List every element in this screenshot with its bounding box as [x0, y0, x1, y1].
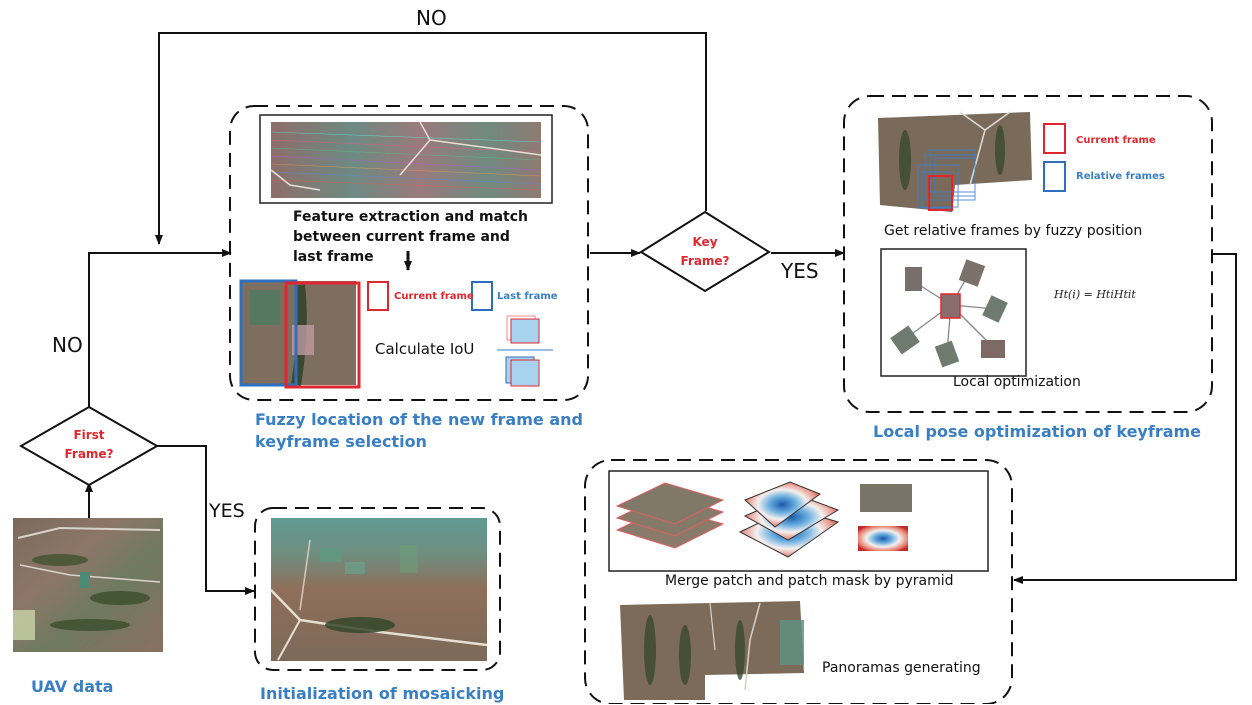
frame-overlap-figure	[239, 279, 361, 389]
panorama-image	[620, 601, 804, 700]
pyramid-merge-figure	[608, 470, 989, 572]
panorama-generating-text: Panoramas generating	[822, 660, 981, 676]
calculate-iou-label: Calculate IoU	[375, 340, 475, 358]
legend-current-frame-swatch-2	[1043, 123, 1066, 154]
group-local-pose	[843, 95, 1213, 413]
decision-key-frame-line2: Frame?	[680, 254, 730, 268]
initialization-image	[270, 518, 488, 661]
merged-patch	[860, 484, 912, 512]
merged-mask	[858, 526, 908, 551]
local-optimization-text: Local optimization	[953, 374, 1081, 390]
connector-firstframe-no	[88, 249, 232, 407]
caption-fuzzy-location-line1: Fuzzy location of the new frame and	[255, 410, 583, 429]
decision-first-frame	[18, 405, 160, 487]
connector-keyframe-no-loop	[155, 32, 707, 245]
connectors	[85, 32, 1237, 595]
merge-pyramid-text: Merge patch and patch mask by pyramid	[665, 573, 954, 589]
decision-key-frame	[639, 210, 771, 293]
legend-current-frame-label-2: Current frame	[1076, 135, 1156, 146]
feature-match-line1: Feature extraction and match	[293, 209, 528, 225]
legend-last-frame-label: Last frame	[497, 291, 558, 302]
relative-frames-text: Get relative frames by fuzzy position	[884, 223, 1143, 239]
branch-label-top-no: NO	[416, 6, 447, 30]
branch-label-left-no: NO	[52, 333, 83, 357]
local-optimization-graph	[880, 248, 1027, 377]
mask-stack	[738, 481, 840, 558]
feature-match-line2: between current frame and	[293, 229, 510, 245]
patch-stack	[615, 482, 725, 549]
caption-local-pose: Local pose optimization of keyframe	[873, 422, 1202, 441]
connector-firstframe-yes	[157, 445, 255, 595]
branch-label-first-yes: YES	[209, 500, 245, 522]
relative-frames-figure	[878, 111, 1032, 212]
decision-first-frame-line1: First	[73, 428, 105, 442]
legend-current-frame-label: Current frame	[394, 291, 474, 302]
caption-uav-data: UAV data	[31, 677, 114, 696]
feature-match-figure	[259, 114, 553, 204]
group-fuzzy-location	[229, 105, 589, 401]
legend-relative-frames-label: Relative frames	[1076, 171, 1165, 182]
group-initialization	[254, 507, 501, 671]
decision-first-frame-line2: Frame?	[64, 447, 114, 461]
legend-last-frame-swatch	[471, 281, 493, 311]
group-panorama	[584, 459, 1013, 704]
caption-fuzzy-location-line2: keyframe selection	[255, 432, 427, 451]
connector-localpose-to-panorama	[1013, 253, 1237, 584]
caption-initialization: Initialization of mosaicking	[260, 684, 505, 703]
caption-fuzzy-location: Fuzzy location of the new frame and keyf…	[255, 409, 583, 453]
iou-fraction-icon	[497, 315, 553, 387]
uav-data-image	[13, 518, 163, 652]
branch-label-key-yes: YES	[781, 259, 819, 283]
decision-first-frame-label: First Frame?	[59, 426, 119, 464]
feature-match-line3: last frame	[293, 249, 374, 265]
decision-key-frame-line1: Key	[692, 235, 718, 249]
legend-current-frame-swatch	[367, 281, 389, 311]
decision-key-frame-label: Key Frame?	[675, 233, 735, 271]
homography-formula: Ht(i) = HtiHtit	[1054, 288, 1136, 301]
legend-relative-frames-swatch	[1043, 161, 1066, 192]
feature-match-text: Feature extraction and match between cur…	[293, 207, 528, 267]
